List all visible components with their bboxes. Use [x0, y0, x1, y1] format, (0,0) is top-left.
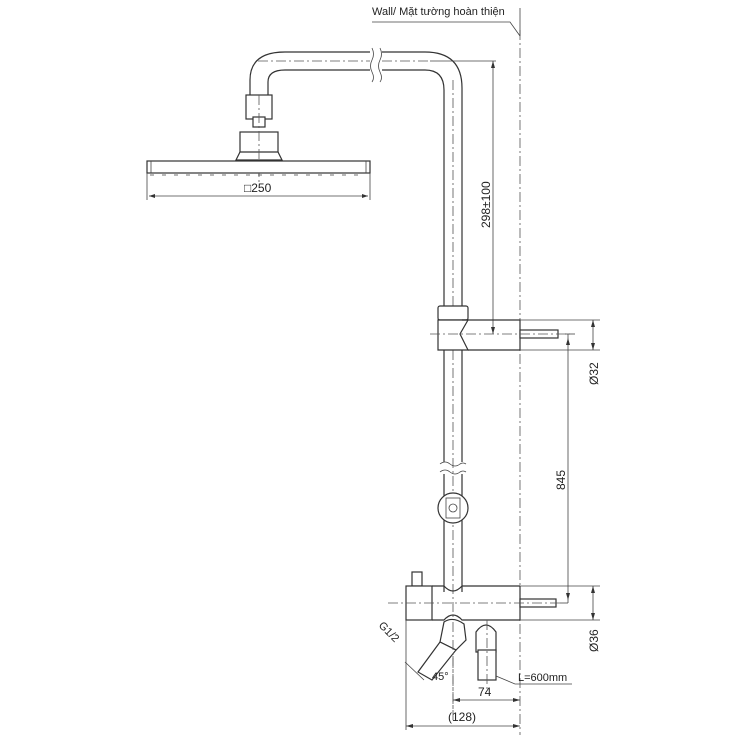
hose-connector	[475, 620, 572, 690]
total-depth-label: (128)	[448, 710, 476, 724]
wall-label: Wall/ Mặt tường hoàn thiện	[372, 6, 505, 18]
riser-pipe	[437, 350, 469, 592]
spout-offset-dimension	[453, 698, 520, 702]
overhead-arm	[249, 47, 496, 720]
hose-length-label: L=600mm	[518, 672, 567, 684]
lower-body-dia-label: Ø36	[587, 629, 601, 652]
shower-head	[146, 160, 371, 200]
bracket-spacing-label: 845	[554, 470, 568, 490]
angled-outlet	[404, 618, 467, 712]
wall-line	[372, 8, 521, 735]
shower-head-connector	[235, 94, 283, 185]
arm-height-label: 298±100	[479, 181, 493, 228]
inlet-thread-label: G1/2	[376, 620, 401, 645]
upper-bracket-dia-label: Ø32	[587, 362, 601, 385]
shower-head-size-label: □250	[244, 181, 272, 195]
bracket-spacing-dimension	[560, 333, 575, 604]
spout-offset-label: 74	[478, 685, 492, 699]
outlet-angle-label: 45°	[432, 671, 449, 683]
mixer-body	[388, 571, 600, 621]
total-depth-dimension	[405, 620, 520, 730]
upper-bracket	[430, 305, 600, 351]
arm-height-dimension	[491, 61, 495, 334]
